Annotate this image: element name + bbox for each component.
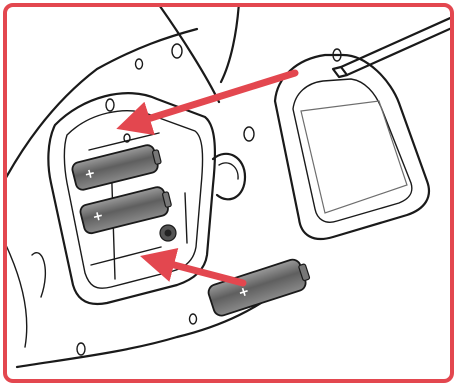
battery-cover-icon	[275, 49, 429, 239]
insert-cover-direction-arrow-icon	[135, 73, 295, 123]
screwdriver-icon	[333, 15, 454, 77]
aa-battery-icon	[207, 256, 313, 318]
device-back-outline-icon	[7, 7, 282, 367]
installed-battery-icon	[79, 185, 173, 235]
installed-battery-icon	[71, 143, 163, 191]
battery-installation-illustration	[7, 7, 454, 383]
illustration-frame	[3, 3, 454, 383]
